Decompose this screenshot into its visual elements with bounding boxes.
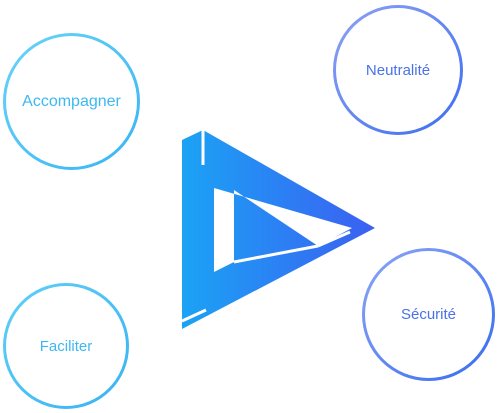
logo-separator-bottom bbox=[181, 308, 207, 323]
value-bubble-accompagner: Accompagner bbox=[3, 33, 140, 170]
value-label-accompagner: Accompagner bbox=[22, 92, 121, 110]
value-label-securite: Sécurité bbox=[400, 306, 457, 323]
value-bubble-faciliter: Faciliter bbox=[3, 283, 129, 409]
logo-separator-right bbox=[317, 230, 351, 248]
value-bubble-neutralite: Neutralité bbox=[333, 5, 463, 135]
logo-separator-inner bbox=[233, 244, 319, 264]
logo-body bbox=[182, 130, 375, 329]
value-label-neutralite: Neutralité bbox=[365, 61, 431, 79]
value-label-faciliter: Faciliter bbox=[39, 337, 93, 355]
value-bubble-securite: Sécurité bbox=[362, 248, 495, 381]
